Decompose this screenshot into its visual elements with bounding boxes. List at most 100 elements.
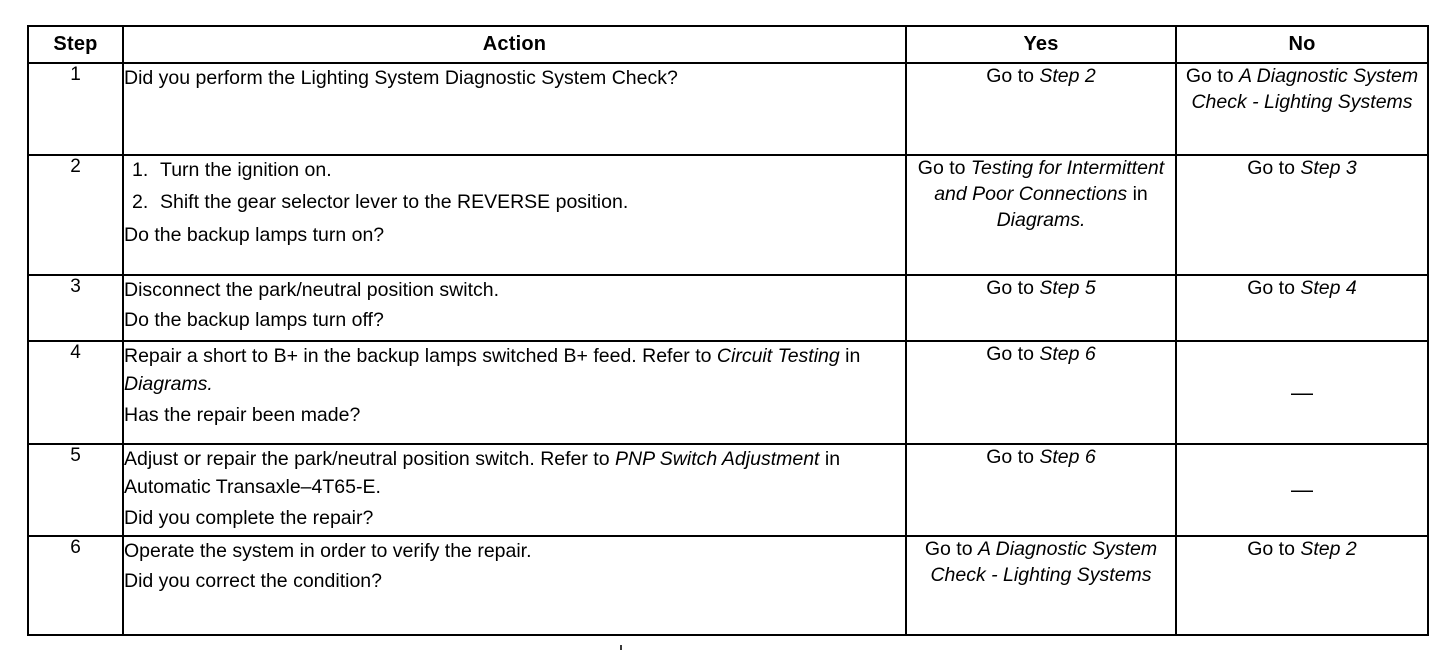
action-step-item: 2. Shift the gear selector lever to the R… [124,188,905,216]
action-text-line: Operate the system in order to verify th… [124,537,905,565]
action-cell: Disconnect the park/neutral position swi… [122,274,907,342]
reference-text: Step 2 [1039,65,1096,87]
no-answer-cell: Go to Step 3 [1175,154,1429,276]
reference-text: Step 4 [1300,277,1357,299]
answer-text: Go to Step 6 [907,342,1175,368]
yes-answer-cell: Go to Testing for Intermittent and Poor … [905,154,1177,276]
action-cell: Adjust or repair the park/neutral positi… [122,443,907,537]
answer-text: Go to Step 2 [907,64,1175,90]
column-header-yes: Yes [905,25,1177,64]
reference-text: A Diagnostic System Check - Lighting Sys… [930,538,1158,586]
plain-text: Go to [986,446,1040,468]
action-text-line: Adjust or repair the park/neutral positi… [124,445,905,502]
plain-text: Go to [986,277,1040,299]
no-answer-cell: Go to Step 4 [1175,274,1429,342]
answer-text: Go to A Diagnostic System Check - Lighti… [1177,64,1427,116]
step-number-cell: 6 [27,535,124,636]
reference-text: Step 6 [1039,446,1096,468]
reference-text: Diagrams. [996,208,1086,231]
action-cell: 1. Turn the ignition on. 2. Shift the gear … [122,154,907,276]
reference-text: Step 6 [1039,343,1096,365]
plain-text: in Automatic Transaxle–4T65-E. [124,448,841,499]
list-item-text: Turn the ignition on. [160,159,332,181]
reference-text: Step 3 [1300,157,1357,179]
step-number-cell: 2 [27,154,124,276]
column-header-no: No [1175,25,1429,64]
action-question: Has the repair been made? [124,403,361,426]
yes-answer-cell: Go to Step 5 [905,274,1177,342]
reference-text: A Diagnostic System Check - Lighting Sys… [1191,65,1419,113]
no-answer-cell: — [1175,443,1429,537]
plain-text: Operate the system in order to verify th… [124,540,532,562]
action-question: Did you correct the condition? [124,570,382,593]
table-row: 2 1. Turn the ignition on. 2. Shift the gear… [27,154,1429,276]
scan-artifact-speck [620,645,622,650]
plain-text: Go to [917,157,971,179]
action-cell: Operate the system in order to verify th… [122,535,907,636]
answer-text: Go to Step 4 [1177,276,1427,302]
action-step-list: 1. Turn the ignition on. 2. Shift the gear … [124,156,905,217]
reference-text: Step 5 [1039,277,1096,299]
no-answer-cell: Go to A Diagnostic System Check - Lighti… [1175,62,1429,156]
plain-text: Go to [1185,65,1239,87]
plain-text: Go to [986,65,1040,87]
column-header-action: Action [122,25,907,64]
action-question: Do the backup lamps turn off? [124,309,384,332]
reference-text: Diagrams. [124,373,213,396]
plain-text: — [1291,379,1313,405]
yes-answer-cell: Go to A Diagnostic System Check - Lighti… [905,535,1177,636]
reference-text: Testing for Intermittent and Poor Connec… [934,157,1165,205]
answer-text: Go to Step 5 [907,276,1175,302]
action-text-line: Disconnect the park/neutral position swi… [124,276,905,304]
step-number-cell: 4 [27,340,124,445]
plain-text: in [1127,182,1148,205]
action-step-item: 1. Turn the ignition on. [124,156,905,184]
answer-text: Go to Step 2 [1177,537,1427,563]
plain-text: Go to [986,343,1040,365]
step-number-cell: 5 [27,443,124,537]
action-cell: Did you perform the Lighting System Diag… [122,62,907,156]
plain-text: Disconnect the park/neutral position swi… [124,279,500,301]
action-text-line: Did you perform the Lighting System Diag… [124,64,905,92]
list-item-text: Shift the gear selector lever to the REV… [160,191,629,214]
answer-text: — [1177,378,1427,407]
answer-text: Go to Step 3 [1177,156,1427,182]
yes-answer-cell: Go to Step 2 [905,62,1177,156]
plain-text: Go to [1247,157,1301,179]
plain-text: in [839,345,861,367]
list-marker: 1. [132,159,149,181]
plain-text: Adjust or repair the park/neutral positi… [124,448,615,470]
yes-answer-cell: Go to Step 6 [905,340,1177,445]
plain-text: — [1291,477,1313,503]
action-text-line: Repair a short to B+ in the backup lamps… [124,342,905,399]
action-question: Do the backup lamps turn on? [124,223,385,246]
plain-text: Repair a short to B+ in the backup lamps… [124,345,717,367]
action-cell: Repair a short to B+ in the backup lamps… [122,340,907,445]
column-header-step: Step [27,25,124,64]
plain-text: Go to [1247,538,1301,560]
plain-text: Go to [1247,277,1301,299]
plain-text: Go to [924,538,978,560]
answer-text: Go to A Diagnostic System Check - Lighti… [907,537,1175,589]
action-question: Did you complete the repair? [124,506,374,529]
reference-text: PNP Switch Adjustment [615,448,820,470]
table-header-row: Step Action Yes No [27,25,1429,64]
reference-text: Step 2 [1300,538,1357,560]
step-number-cell: 1 [27,62,124,156]
plain-text: Did you perform the Lighting System Diag… [124,67,678,89]
answer-text: — [1177,475,1427,504]
yes-answer-cell: Go to Step 6 [905,443,1177,537]
reference-text: Circuit Testing [716,345,840,367]
step-number-cell: 3 [27,274,124,342]
list-marker: 2. [132,191,149,214]
no-answer-cell: — [1175,340,1429,445]
answer-text: Go to Step 6 [907,445,1175,471]
